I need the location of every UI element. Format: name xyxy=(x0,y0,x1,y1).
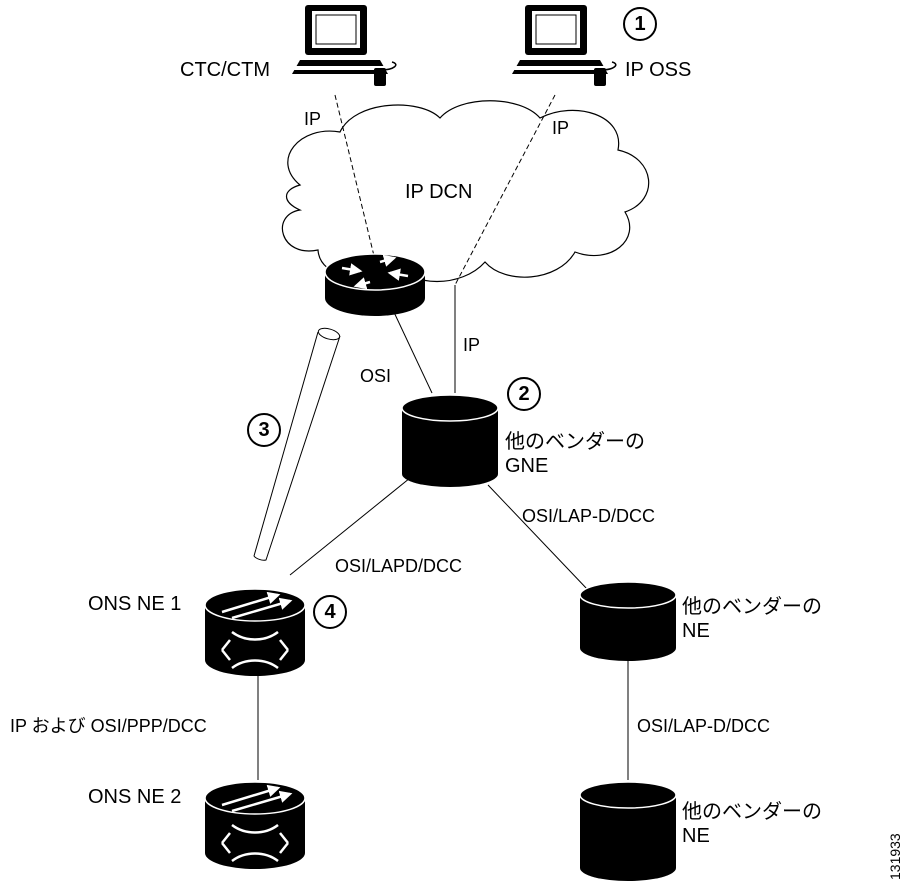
gne-ons-link xyxy=(289,477,411,576)
vendor-ne1-label: 他のベンダーの NE xyxy=(682,596,822,642)
vendor-ne2-label: 他のベンダーの NE xyxy=(682,801,822,847)
ctc-ip-link xyxy=(334,94,376,261)
callout-1: 1 xyxy=(623,7,657,41)
ip-oss-workstation-icon xyxy=(512,5,617,86)
oss-ip-label: IP xyxy=(552,118,570,138)
router-gne-ip-label: IP xyxy=(463,335,481,355)
ctc-ip-label: IP xyxy=(304,109,322,129)
ons-ne2-label: ONS NE 2 xyxy=(88,786,182,808)
router-icon xyxy=(324,253,426,316)
router-gne-osi-link xyxy=(391,307,433,394)
callout-4: 4 xyxy=(313,595,347,629)
vendor-gne-label: 他のベンダーの GNE xyxy=(505,431,645,477)
ctc-ctm-workstation-icon xyxy=(292,5,397,86)
callout-2: 2 xyxy=(507,377,541,411)
callout-3: 3 xyxy=(247,413,281,447)
gne-vendor-ne-link xyxy=(487,484,589,591)
vendor-ne2-cylinder xyxy=(579,781,677,881)
vendor-ne1-cylinder xyxy=(579,581,677,661)
ons-ne2-switch-icon xyxy=(204,781,306,869)
figure-id: 131933 xyxy=(887,833,903,880)
gne-ons-link-label: OSI/LAPD/DCC xyxy=(335,556,463,576)
vendor-gne-cylinder xyxy=(401,394,499,487)
ip-dcn-cloud xyxy=(281,100,650,282)
ip-dcn-label: IP DCN xyxy=(405,181,473,203)
ons-ne1-label: ONS NE 1 xyxy=(88,593,182,615)
oss-ip-link xyxy=(454,94,556,286)
ons1-ons2-link-label: IP および OSI/PPP/DCC xyxy=(10,716,207,736)
tunnel-pipe xyxy=(253,327,341,561)
gne-vendor-ne-link-label: OSI/LAP-D/DCC xyxy=(522,506,656,526)
vendor-ne-ne-link-label: OSI/LAP-D/DCC xyxy=(637,716,771,736)
ip-oss-label: IP OSS xyxy=(625,59,692,81)
router-gne-osi-label: OSI xyxy=(360,366,392,386)
ctc-ctm-label: CTC/CTM xyxy=(180,59,270,81)
ons-ne1-switch-icon xyxy=(204,588,306,676)
